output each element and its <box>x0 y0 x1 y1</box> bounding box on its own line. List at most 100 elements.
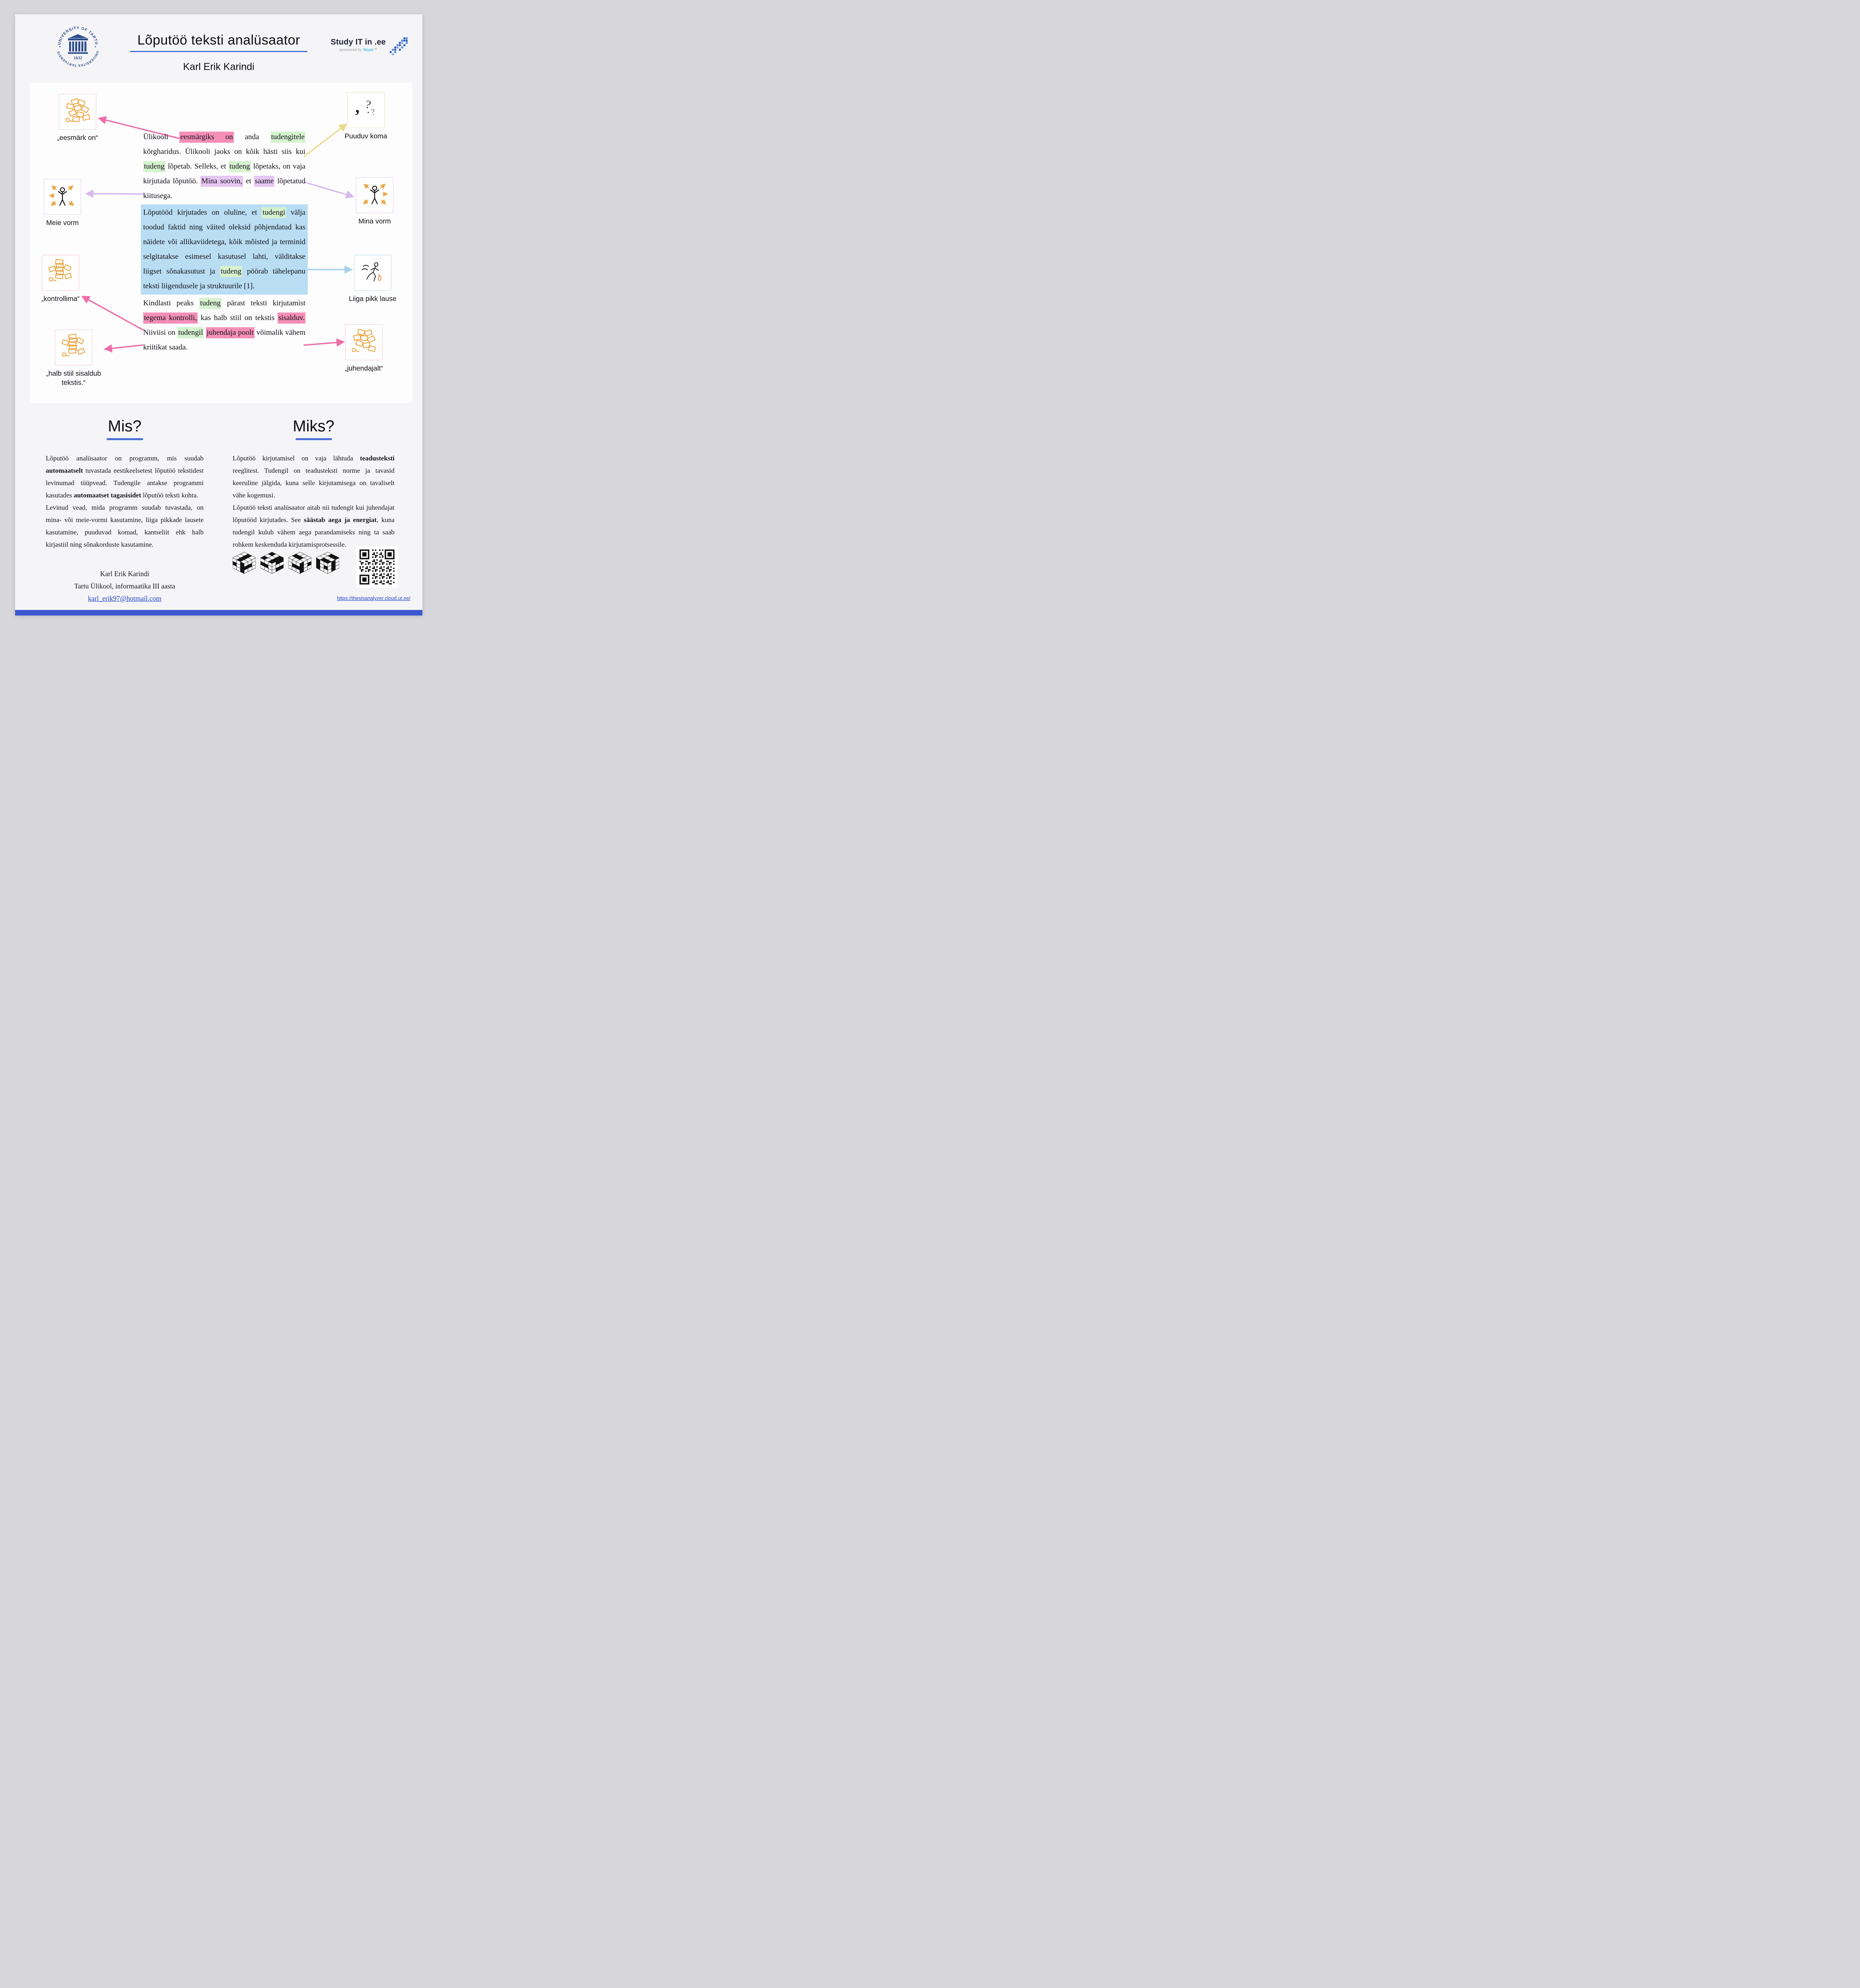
highlighted-text: tegema kontrolli, <box>143 313 198 324</box>
author-affiliation: Tartu Ülikool, informaatika III aasta <box>74 582 175 590</box>
text-segment: Lõputöö teksti analüsaator aitab nii tud… <box>233 504 395 524</box>
university-of-tartu-logo: UNIVERSITY OF TARTU UNIVERSITAS TARTUENS… <box>55 23 101 69</box>
callout-halb-stiil: „halb stiil sisaldub tekstis.“ <box>34 330 113 387</box>
ut-logo-star-right: ✦ <box>94 45 97 49</box>
title-underline <box>130 51 307 52</box>
text-segment: lõpetaks, on vaja kirjutada lõputöö. <box>143 162 305 185</box>
section-miks: Miks? Lõputöö kirjutamisel on vaja lähtu… <box>233 418 395 551</box>
text-segment: Lõputöö analüsaator on programm, mis suu… <box>46 454 204 462</box>
highlighted-text: tudengi <box>262 207 286 218</box>
text-segment: kõrgharidus. Ülikooli jaoks on kõik häst… <box>143 148 305 156</box>
poster-author: Karl Erik Karindi <box>183 61 255 73</box>
highlighted-text: Mina soovin, <box>200 176 243 187</box>
text-segment: välja toodud faktid ning väited oleksid … <box>143 208 305 276</box>
annotated-text-panel: „eesmärk on“ , ? ? Puuduv koma <box>30 83 412 403</box>
miks-text: Lõputöö kirjutamisel on vaja lähtuda tea… <box>233 452 395 551</box>
paragraph: Lõputöö kirjutamisel on vaja lähtuda tea… <box>233 452 395 501</box>
comma-question-icon: , ? ? <box>347 92 385 128</box>
rubik-cube-icon <box>288 549 312 575</box>
paper-pile-icon <box>42 255 79 291</box>
highlighted-text: tudengil <box>177 327 204 338</box>
text-segment: Niiviisi on <box>143 328 178 337</box>
paper-pile-icon <box>55 330 92 365</box>
highlighted-text: sisalduv. <box>278 313 305 324</box>
highlighted-text: tudeng <box>228 161 251 172</box>
ut-logo-building <box>68 34 88 54</box>
callout-puuduv-koma: , ? ? Puuduv koma <box>326 92 406 141</box>
pixel-arrow-icon <box>390 37 408 56</box>
study-it-sponsor-line: sponsored by Skype™ <box>330 48 386 52</box>
svg-text:,: , <box>355 98 360 116</box>
running-person-icon <box>354 255 391 291</box>
text-segment: et <box>243 177 254 185</box>
callout-juhendajalt: „juhendajalt“ <box>324 324 404 373</box>
svg-text:?: ? <box>370 107 376 117</box>
text-segment: võimalik vähem kriitikat saada. <box>143 328 305 351</box>
callout-mina-vorm: Mina vorm <box>335 177 414 226</box>
text-segment: lõpetatud kiitusega. <box>143 177 306 200</box>
text-segment: teadusteksti <box>360 454 395 462</box>
paragraph: Kindlasti peaks tudeng pärast teksti kir… <box>143 296 305 355</box>
skype-brand-text: Skype <box>363 48 373 52</box>
text-segment: automaatselt <box>46 467 83 474</box>
callout-eesmark: „eesmärk on“ <box>38 94 117 142</box>
callout-label: Mina vorm <box>358 217 391 225</box>
callout-label: Puuduv koma <box>344 132 387 140</box>
highlighted-text: saame <box>254 176 275 187</box>
bottom-accent-bar <box>15 610 422 615</box>
paragraph: Lõputöö analüsaator on programm, mis suu… <box>46 452 204 501</box>
text-segment: Lõputöö kirjutamisel on vaja lähtuda <box>233 454 360 462</box>
callout-liiga-pikk-lause: Liiga pikk lause <box>333 255 412 303</box>
email-link[interactable]: karl_erik97@hotmail.com <box>88 594 161 602</box>
paper-pile-icon <box>345 324 383 360</box>
study-it-logo: Study IT in .ee sponsored by Skype™ <box>330 37 408 56</box>
paragraph: Ülikooli eesmärgiks on anda tudengitele … <box>143 130 305 203</box>
callout-label: „kontrollima“ <box>41 295 80 303</box>
highlighted-text: eesmärgiks on <box>179 132 234 143</box>
text-segment <box>204 328 206 337</box>
rubik-cube-icon <box>316 549 340 575</box>
header-title-block: Lõputöö teksti analüsaator Karl Erik Kar… <box>107 33 331 73</box>
highlighted-text: juhendaja poolt <box>206 327 255 338</box>
text-segment: tuvastada eestikeelsetest lõputöö teksti… <box>46 467 204 499</box>
section-heading-mis: Mis? <box>108 417 142 435</box>
poster: UNIVERSITY OF TARTU UNIVERSITAS TARTUENS… <box>15 14 422 615</box>
person-arrows-icon <box>356 177 393 213</box>
rubik-cubes-row <box>232 549 340 575</box>
paragraph: Lõputöö teksti analüsaator aitab nii tud… <box>233 501 395 551</box>
callout-label: „eesmärk on“ <box>57 134 98 142</box>
highlighted-text: tudengitele <box>270 132 305 143</box>
ut-logo-star-left: ✦ <box>59 45 62 49</box>
text-segment: lõpetab. Selleks, et <box>165 162 229 171</box>
callout-label: „juhendajalt“ <box>344 364 383 372</box>
text-segment: pärast teksti kirjutamist <box>221 299 305 307</box>
section-mis: Mis? Lõputöö analüsaator on programm, mi… <box>46 418 204 551</box>
callout-kontrollima: „kontrollima“ <box>21 255 100 303</box>
study-it-text-block: Study IT in .ee sponsored by Skype™ <box>330 37 386 52</box>
text-segment: Lõputööd kirjutades on oluline, et <box>143 208 262 217</box>
highlighted-text: tudeng <box>199 298 222 309</box>
author-footer: Karl Erik Karindi Tartu Ülikool, informa… <box>46 568 204 605</box>
annotated-text-column: Ülikooli eesmärgiks on anda tudengitele … <box>141 130 308 355</box>
paper-pile-icon <box>59 94 96 130</box>
website-link[interactable]: https://thesisanalyzer.cloud.ut.ee/ <box>337 596 410 601</box>
text-segment: automaatset tagasisidet <box>74 491 141 499</box>
study-it-wordmark: Study IT in .ee <box>330 38 386 47</box>
person-arrows-icon <box>44 179 81 215</box>
ut-logo-graphic: UNIVERSITY OF TARTU UNIVERSITAS TARTUENS… <box>56 26 99 67</box>
text-segment: reeglitest. Tudengil on teadusteksti nor… <box>233 467 395 499</box>
text-segment: , kuna tudengil kulub vähem aega paranda… <box>233 516 395 548</box>
ut-logo-year: 1632 <box>74 56 82 60</box>
paragraph: Lõputööd kirjutades on oluline, et tuden… <box>141 204 308 295</box>
author-name: Karl Erik Karindi <box>100 570 150 578</box>
text-segment: Kindlasti peaks <box>143 299 200 307</box>
callout-meie-vorm: Meie vorm <box>23 179 102 227</box>
text-segment: Levinud vead, mida programm suudab tuvas… <box>46 504 204 548</box>
heading-underline <box>295 438 332 440</box>
callout-label: Liiga pikk lause <box>349 295 396 303</box>
rubik-cube-icon <box>232 549 256 575</box>
text-segment: kas halb stiil on tekstis <box>197 314 278 322</box>
callout-label: Meie vorm <box>46 219 79 227</box>
rubik-cube-icon <box>260 549 284 575</box>
sponsored-by-text: sponsored by <box>339 48 363 52</box>
